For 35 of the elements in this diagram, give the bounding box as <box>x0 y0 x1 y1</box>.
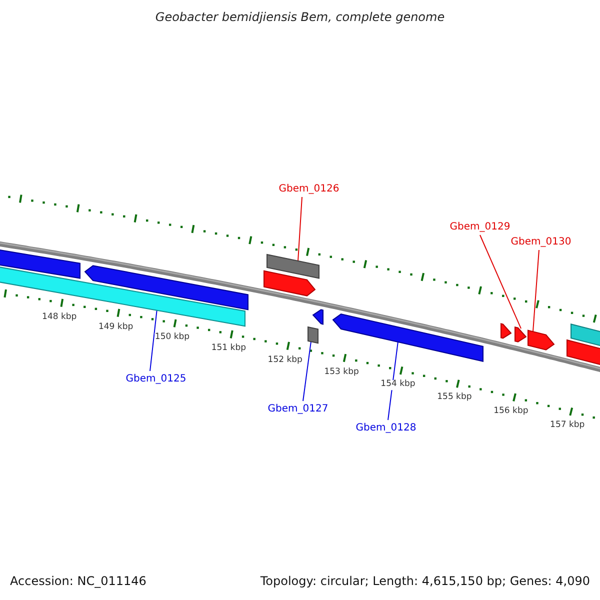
leader-line <box>302 341 312 402</box>
gene-feature <box>514 326 527 342</box>
gene-label: Gbem_0125 <box>126 373 186 385</box>
scale-label: 150 kbp <box>154 333 190 343</box>
scale-label: 149 kbp <box>98 322 134 332</box>
gene-feature <box>0 248 80 279</box>
genome-stats-note: Topology: circular; Length: 4,615,150 bp; Genes: 4,090 <box>260 575 590 589</box>
scale-label: 148 kbp <box>42 312 77 323</box>
gene-feature <box>570 323 600 349</box>
gene-label: Gbem_0127 <box>268 403 328 415</box>
gene-feature <box>566 339 600 368</box>
gene-label: Gbem_0129 <box>450 221 510 233</box>
accession-note: Accession: NC_011146 <box>10 575 146 589</box>
gene-feature <box>264 270 316 296</box>
scale-label: 156 kbp <box>494 407 528 417</box>
gene-feature <box>308 326 318 344</box>
gene-label: Gbem_0128 <box>356 422 416 434</box>
scale-label: 155 kbp <box>437 393 472 404</box>
map-title: Geobacter bemidjiensis Bem, complete genome <box>155 11 445 25</box>
leader-line <box>298 196 302 262</box>
leader-line <box>532 250 540 332</box>
gene-feature <box>332 313 484 362</box>
gene-feature <box>266 254 320 279</box>
leader-line <box>150 308 158 372</box>
leader-line <box>480 234 522 330</box>
gene-feature <box>500 323 512 339</box>
scale-label: 154 kbp <box>380 380 416 390</box>
gene-label: Gbem_0130 <box>510 236 572 248</box>
gene-label: Gbem_0126 <box>278 183 340 195</box>
scale-label: 153 kbp <box>324 368 359 378</box>
scale-label: 152 kbp <box>268 356 302 366</box>
gene-feature <box>312 309 324 325</box>
scale-label: 151 kbp <box>211 344 246 354</box>
scale-label: 157 kbp <box>550 421 585 432</box>
gene-feature <box>84 265 248 310</box>
